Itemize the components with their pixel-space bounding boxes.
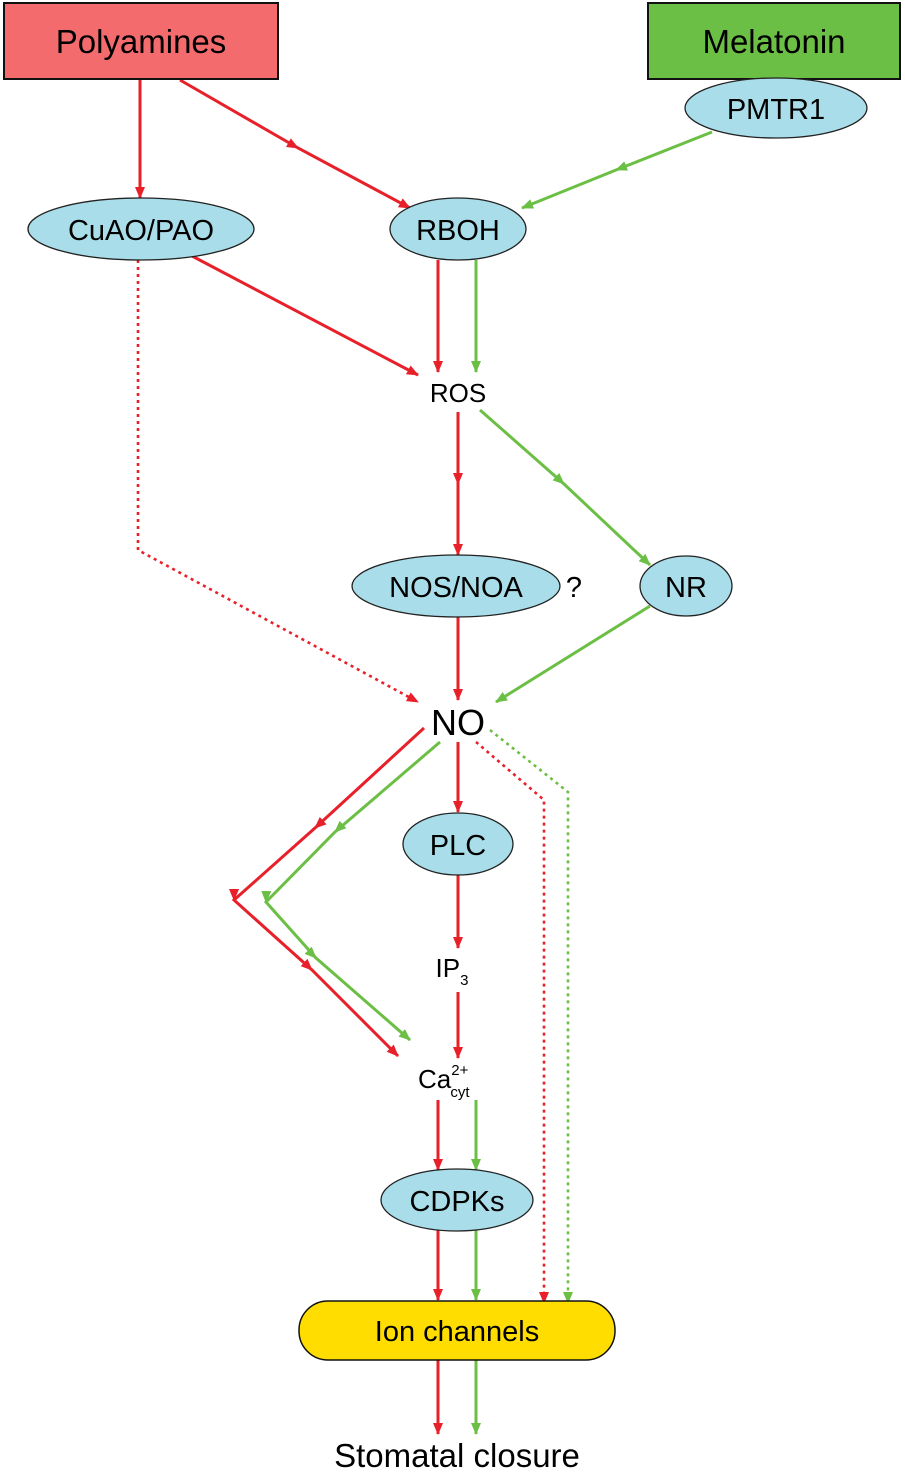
node-pmtr1: PMTR1 (684, 77, 868, 139)
edge-ros-nr (479, 408, 652, 567)
edge-nr-no (495, 604, 651, 704)
node-plc: PLC (402, 812, 514, 876)
node-polyamines: Polyamines (3, 2, 279, 80)
ca-label: Ca2+cyt (418, 1062, 470, 1101)
edge-pmtr1-rboh (521, 130, 713, 210)
nos-noa-question-mark: ? (566, 572, 582, 604)
node-nos-noa: NOS/NOA ? (351, 554, 582, 618)
edge-cuao-no-dotted (136, 260, 419, 704)
node-no: NO (431, 702, 485, 743)
polyamines-label: Polyamines (56, 23, 227, 60)
nos-noa-label: NOS/NOA (389, 572, 523, 604)
plc-label: PLC (430, 830, 486, 862)
node-ion-channels: Ion channels (298, 1300, 616, 1361)
nr-label: NR (665, 572, 707, 604)
edge-cuao-ros (191, 254, 419, 377)
edges (135, 78, 713, 1435)
edge-no-ca-green (261, 740, 441, 1042)
node-melatonin: Melatonin (647, 2, 901, 80)
ion-channels-label: Ion channels (375, 1316, 539, 1348)
node-stomatal-closure: Stomatal closure (334, 1437, 580, 1473)
ros-label: ROS (430, 378, 486, 408)
stomatal-closure-label: Stomatal closure (334, 1437, 580, 1473)
pmtr1-label: PMTR1 (727, 94, 825, 126)
ca-superscript: 2+ (451, 1062, 468, 1079)
no-label: NO (431, 702, 485, 743)
ip3-subscript: 3 (460, 972, 468, 989)
ip3-label: IP3 (436, 953, 469, 989)
node-ca-cyt: Ca2+cyt (418, 1062, 470, 1101)
edge-polyamines-rboh (179, 78, 411, 210)
node-ros: ROS (430, 378, 486, 408)
node-ip3: IP3 (436, 953, 469, 989)
edge-no-ca-red (229, 726, 426, 1058)
node-nr: NR (639, 555, 733, 617)
node-cdpks: CDPKs (380, 1168, 534, 1232)
edge-no-ion-red-dotted (475, 741, 549, 1304)
edge-no-ion-green-dotted (489, 728, 573, 1304)
rboh-label: RBOH (416, 215, 500, 247)
cdpks-label: CDPKs (409, 1186, 504, 1218)
ca-subscript: cyt (450, 1084, 470, 1101)
node-cuao-pao: CuAO/PAO (27, 197, 255, 261)
node-rboh: RBOH (389, 197, 527, 261)
melatonin-label: Melatonin (702, 23, 845, 60)
cuao-pao-label: CuAO/PAO (68, 215, 214, 247)
